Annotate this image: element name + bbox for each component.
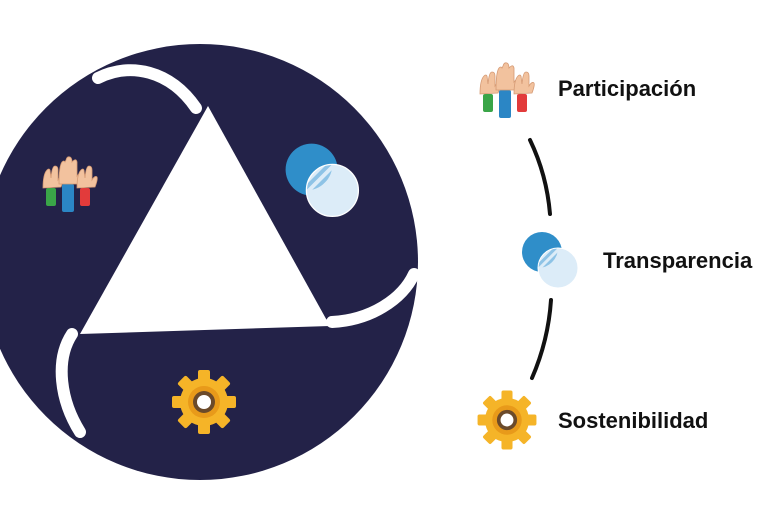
separator-bottom-left: [55, 328, 86, 438]
connector-top: [528, 138, 552, 216]
legend-raised-hands-icon: [479, 62, 535, 119]
separator-top: [92, 64, 202, 114]
legend-overlapping-circles-icon: [521, 231, 579, 289]
separator-right: [326, 268, 420, 328]
center-triangle: [80, 106, 330, 334]
legend-label-transparency: Transparencia: [603, 248, 753, 273]
connector-bottom: [530, 298, 553, 380]
cycle-diagram: [0, 44, 420, 480]
legend-connectors: [528, 138, 553, 380]
gear-icon: [172, 370, 236, 434]
legend-label-sustainability: Sostenibilidad: [558, 408, 709, 433]
legend-label-participation: Participación: [558, 76, 697, 101]
legend-gear-icon: [477, 390, 537, 450]
